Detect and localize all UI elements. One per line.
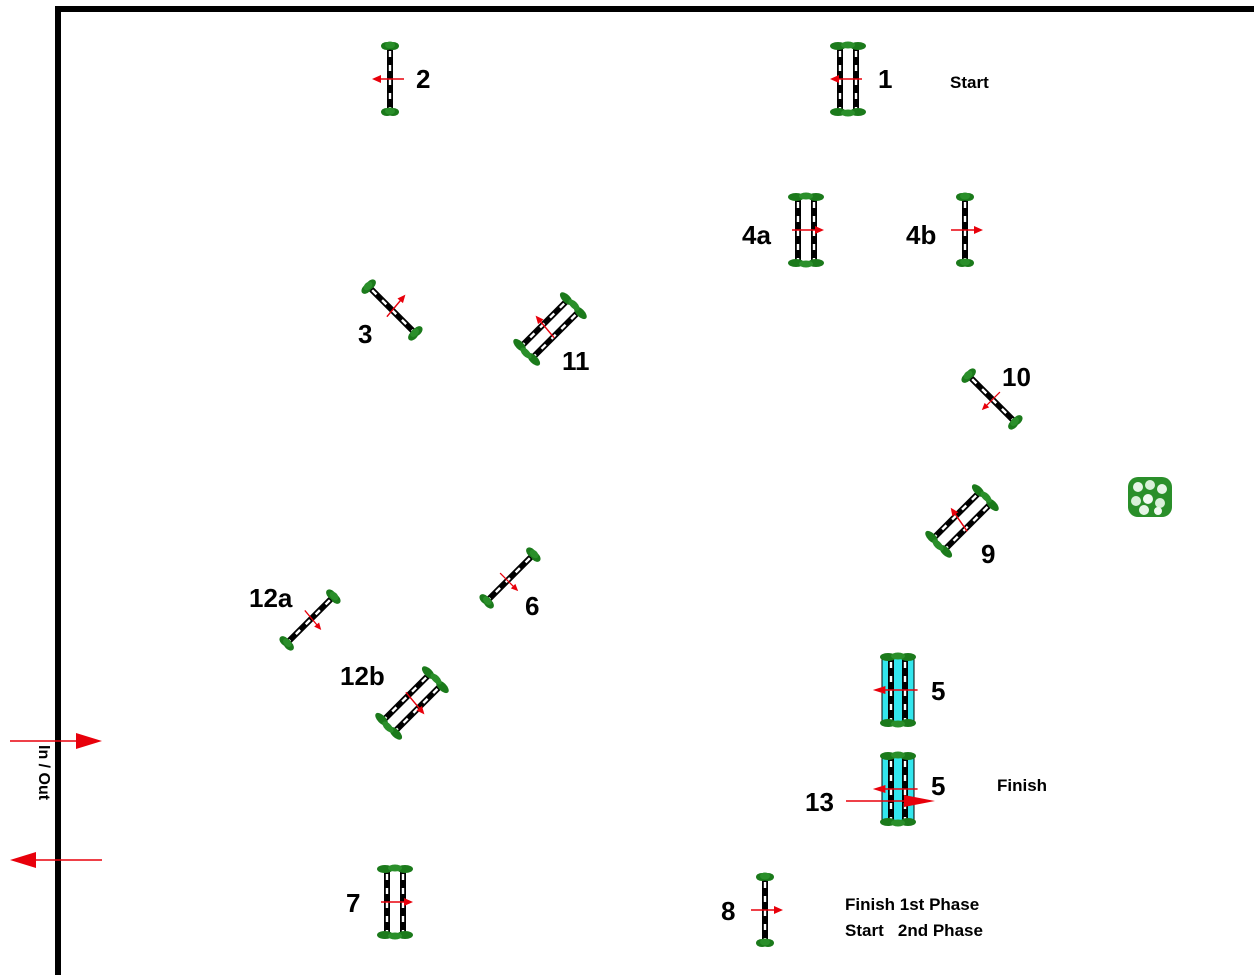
fence-label-9: 9 (981, 539, 996, 569)
shrub-icon (1128, 477, 1172, 517)
in-out-label: In / Out (35, 745, 52, 801)
fence-label-12a: 12a (249, 583, 293, 613)
out-arrow (10, 852, 102, 868)
start-phase-2-label: Start 2nd Phase (845, 921, 983, 940)
fence-label-3: 3 (358, 319, 373, 349)
fence-label-5-upper: 5 (931, 676, 946, 706)
fence-label-4b: 4b (906, 220, 937, 250)
fence-4a (788, 193, 825, 268)
fence-label-6: 6 (525, 591, 540, 621)
fence-8 (750, 873, 784, 948)
fence-7 (377, 865, 414, 940)
fence-label-8: 8 (721, 896, 736, 926)
fence-5-lower (871, 752, 919, 827)
start-label: Start (950, 73, 989, 92)
fence-label-2: 2 (416, 64, 431, 94)
fence-5-upper (871, 653, 919, 728)
fence-13-finish-arrow (846, 795, 935, 807)
fence-label-13: 13 (805, 787, 834, 817)
fence-label-5-lower: 5 (931, 771, 946, 801)
fence-4b (950, 193, 984, 268)
fence-label-1: 1 (878, 64, 893, 94)
fence-1 (829, 42, 866, 117)
fence-label-11: 11 (562, 346, 590, 376)
fence-2 (371, 42, 405, 117)
fence-label-4a: 4a (742, 220, 771, 250)
fence-label-12b: 12b (340, 661, 385, 691)
fence-label-10: 10 (1002, 362, 1031, 392)
finish-label: Finish (997, 776, 1048, 795)
fence-label-7: 7 (346, 888, 361, 918)
in-arrow (10, 733, 102, 749)
finish-phase-1-label: Finish 1st Phase (845, 895, 980, 914)
